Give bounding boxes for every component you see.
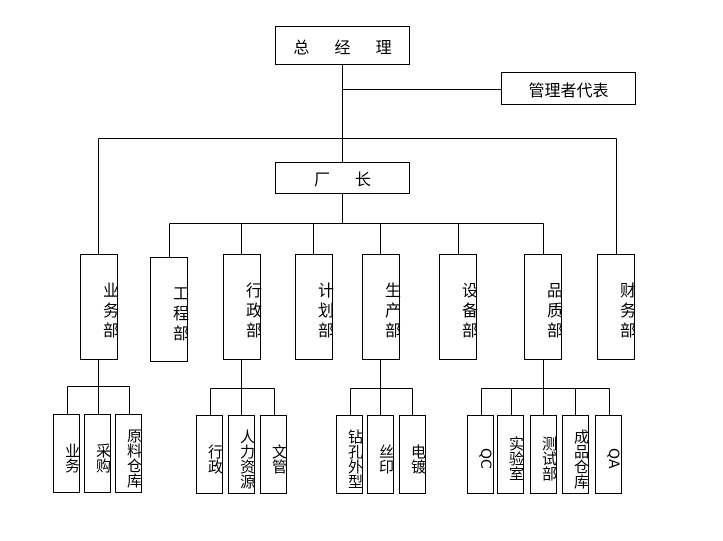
general-manager-box: 总 经 理 [275,26,410,65]
dept-production: 生产部 [362,254,401,360]
sub-qa: QA [595,415,622,494]
dept-admin: 行政部 [223,254,262,360]
sub-drilling-profiling: 钻孔外型 [336,415,364,494]
sub-document-control: 文管 [260,415,288,494]
dept-business: 业务部 [80,254,119,360]
dept-equipment: 设备部 [439,254,478,360]
dept-quality: 品质部 [524,254,563,360]
dept-finance: 财务部 [597,254,636,360]
sub-plating: 电镀 [399,415,427,494]
sub-silkscreen: 丝印 [367,415,395,494]
sub-administration: 行政 [196,415,224,494]
sub-human-resources: 人力资源 [228,415,256,494]
sub-laboratory: 实验室 [497,415,525,494]
plant-manager-box: 厂 长 [275,162,410,194]
dept-planning: 计划部 [295,254,334,360]
sub-testing: 测试部 [530,415,558,494]
sub-business: 业务 [53,414,81,493]
sub-purchasing: 采购 [84,414,112,493]
dept-engineering: 工程部 [150,257,189,362]
management-rep-box: 管理者代表 [501,72,636,105]
sub-finished-goods-warehouse: 成品仓库 [562,415,590,494]
sub-qc: QC [467,415,494,494]
sub-raw-material-warehouse: 原料仓库 [115,414,143,493]
